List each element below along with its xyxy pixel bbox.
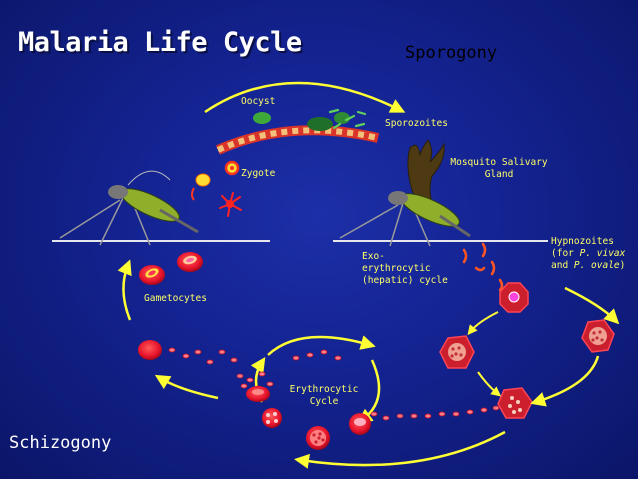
hepatic-merozoite-trail: [370, 411, 390, 421]
gametocyte-arrow: [117, 259, 132, 321]
sporogony-arrow: [204, 81, 406, 114]
mosquito-gland-line1: Mosquito Salivary: [450, 157, 548, 168]
hypnozoites-and: and: [551, 259, 574, 271]
hypnozoite-arrow: [564, 286, 620, 325]
hypnozoites-povale: P. ovale: [573, 259, 620, 271]
zygote-icon: [224, 160, 240, 176]
hepatic-arrow-2: [477, 371, 502, 397]
hypnozoites-line3: and P. ovale): [551, 260, 625, 272]
sporozoites-icon: [328, 108, 367, 130]
hypnozoites-for: (for: [551, 247, 580, 259]
oocyst-label: Oocyst: [241, 96, 276, 107]
page-title: Malaria Life Cycle: [18, 27, 302, 58]
hepatocyte-icon: [499, 282, 529, 313]
erythrocytic-arrow-right: [357, 359, 381, 424]
red-blood-cell-icon: [139, 265, 165, 285]
hypnozoites-pvivax: P. vivax: [579, 247, 626, 259]
zygote-label: Zygote: [241, 168, 276, 179]
merozoites: [396, 405, 500, 419]
mosquito-gland-label: Mosquito Salivary Gland: [446, 157, 552, 181]
erythrocytic-cycle-label: Erythrocytic Cycle: [284, 384, 364, 408]
hepatic-arrow-1: [467, 311, 499, 336]
erythrocytic-line2: Cycle: [309, 395, 339, 407]
mosquito-gland-line2: Gland: [484, 168, 514, 180]
oocyst-icon: [215, 112, 380, 155]
hypnozoites-line1: Hypnozoites: [551, 236, 614, 247]
mosquito-icon: [59, 170, 199, 246]
hepatocyte-icon: [439, 335, 475, 369]
hepatocyte-icon: [581, 319, 615, 353]
gamete-icons: [191, 173, 242, 217]
red-blood-cell-icon: [306, 426, 330, 450]
salivary-gland-icon: [407, 139, 445, 205]
hepatic-arrow-3: [530, 355, 600, 407]
schizogony-arrow-bottom: [294, 430, 506, 469]
erythrocytic-line1: Erythrocytic: [289, 384, 359, 395]
schizogony-label: Schizogony: [9, 433, 112, 453]
gametocytes-label: Gametocytes: [144, 293, 207, 304]
hypnozoites-line2: (for P. vivax: [551, 248, 625, 260]
exo-line3: (hepatic) cycle: [362, 274, 448, 286]
exo-line2: erythrocytic: [362, 262, 431, 274]
hepatocyte-icon: [497, 387, 533, 419]
sporogony-label: Sporogony: [405, 43, 498, 63]
mosquito-icon: [339, 191, 471, 247]
sporozoites-label: Sporozoites: [385, 118, 448, 129]
exo-erythrocytic-label: Exo- erythrocytic (hepatic) cycle: [362, 251, 448, 287]
red-blood-cell-icon: [138, 340, 162, 360]
hypnozoites-label: Hypnozoites (for P. vivax and P. ovale): [551, 236, 625, 272]
injected-sporozoites: [462, 242, 504, 292]
red-blood-cell-icon: [246, 386, 270, 402]
red-blood-cell-icon: [349, 413, 371, 435]
schizogony-arrow-left: [154, 374, 219, 400]
erythrocytic-arrow-top: [267, 335, 376, 356]
exo-line1: Exo-: [362, 251, 385, 262]
free-merozoites-left: [168, 347, 342, 365]
red-blood-cell-icon: [262, 408, 282, 428]
hypnozoites-close: ): [619, 259, 626, 271]
red-blood-cell-icon: [177, 252, 203, 272]
